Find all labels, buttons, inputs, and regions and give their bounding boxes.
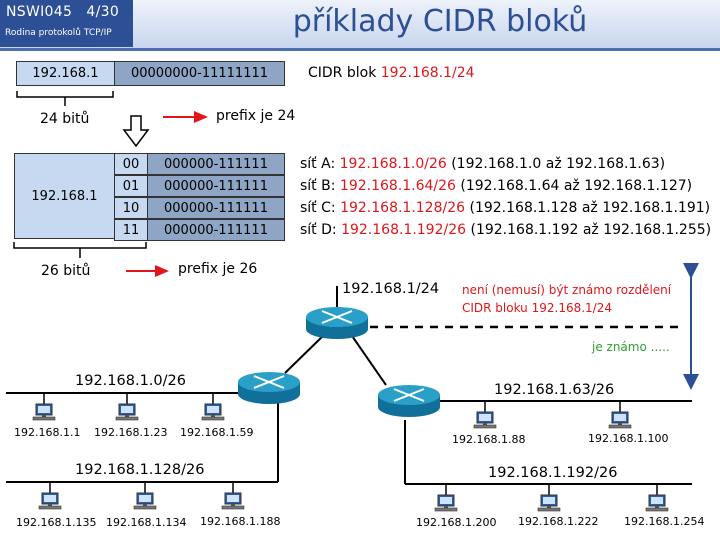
cidr-label: CIDR blok 192.168.1/24 [308, 65, 475, 81]
net-c-label: 192.168.1.128/26 [75, 462, 205, 478]
subnet-bits-cell: 01 [114, 175, 148, 197]
subnet-name: síť C: [300, 200, 341, 216]
subnet-range-cell: 000000-111111 [147, 197, 285, 219]
host-label: 192.168.1.59 [180, 426, 254, 439]
subnet-cidr: 192.168.1.64/26 [339, 178, 456, 194]
computer-icon [473, 411, 497, 429]
bits-brace-24 [16, 91, 114, 106]
subnet-prefix-cell: 192.168.1 [14, 153, 115, 239]
computer-icon [133, 492, 157, 510]
cidr-label-text: CIDR blok [308, 65, 381, 81]
computer-icon [201, 403, 225, 421]
subnet-bits-cell: 11 [114, 219, 148, 241]
subnet-range-cell: 000000-111111 [147, 219, 285, 241]
host-label: 192.168.1.135 [16, 516, 97, 529]
uplink-label: 192.168.1/24 [342, 281, 440, 297]
router-core-icon [306, 307, 368, 339]
subnet-name: síť D: [300, 222, 342, 238]
computer-icon [221, 492, 245, 510]
down-arrow-icon [122, 115, 150, 148]
subnet-range-cell: 000000-111111 [147, 175, 285, 197]
known-note: je známo ..... [592, 340, 670, 354]
course-code: NSWI045 4/30 [6, 4, 120, 20]
subnet-cidr: 192.168.1.192/26 [341, 222, 467, 238]
subnet-span: (192.168.1.128 až 192.168.1.191) [465, 200, 711, 216]
link-core-b [349, 332, 387, 386]
subnet-description: síť D: 192.168.1.192/26 (192.168.1.192 a… [300, 222, 711, 238]
computer-icons [32, 403, 669, 512]
cidr-label-value: 192.168.1/24 [380, 65, 475, 81]
router-a-icon [238, 372, 300, 404]
net-d-label: 192.168.1.192/26 [488, 465, 618, 481]
subnet-bits-cell: 00 [114, 153, 148, 175]
unknown-note-line-2: CIDR bloku 192.168.1/24 [462, 301, 612, 315]
subnet-name: síť A: [300, 156, 340, 172]
subnet-prefix-note: prefix je 26 [178, 261, 258, 277]
cidr-suffix-cell: 00000000-11111111 [114, 61, 285, 86]
router-b-icon [378, 385, 440, 417]
net-b-label: 192.168.1.63/26 [494, 382, 615, 398]
link-core-a [284, 332, 327, 374]
net-a-label: 192.168.1.0/26 [75, 373, 186, 389]
host-label: 192.168.1.88 [452, 433, 526, 446]
subnet-cidr: 192.168.1.0/26 [339, 156, 447, 172]
cidr-prefix-cell: 192.168.1 [16, 61, 115, 86]
computer-icon [434, 494, 458, 512]
computer-icon [537, 494, 561, 512]
header-rule [0, 48, 720, 51]
subnet-description: síť B: 192.168.1.64/26 (192.168.1.64 až … [300, 178, 692, 194]
host-label: 192.168.1.188 [200, 515, 281, 528]
computer-icon [32, 403, 56, 421]
subnet-span: (192.168.1.192 až 192.168.1.255) [466, 222, 712, 238]
subnet-bits-cell: 10 [114, 197, 148, 219]
computer-icon [38, 492, 62, 510]
host-label: 192.168.1.222 [518, 515, 599, 528]
host-label: 192.168.1.254 [624, 515, 705, 528]
subnet-name: síť B: [300, 178, 340, 194]
cidr-prefix-note: prefix je 24 [216, 108, 296, 124]
subnet-description: síť A: 192.168.1.0/26 (192.168.1.0 až 19… [300, 156, 665, 172]
subnet-description: síť C: 192.168.1.128/26 (192.168.1.128 a… [300, 200, 710, 216]
subnet-bits-label: 26 bitů [41, 263, 91, 279]
host-label: 192.168.1.100 [588, 432, 669, 445]
host-label: 192.168.1.23 [94, 426, 168, 439]
cidr-bits-label: 24 bitů [40, 111, 90, 127]
course-badge: NSWI045 4/30 Rodina protokolů TCP/IP [0, 0, 133, 47]
course-subtitle: Rodina protokolů TCP/IP [5, 28, 112, 38]
computer-icon [115, 403, 139, 421]
slide-title: příklady CIDR bloků [292, 4, 588, 39]
host-label: 192.168.1.200 [416, 516, 497, 529]
subnet-span: (192.168.1.0 až 192.168.1.63) [446, 156, 666, 172]
subnet-span: (192.168.1.64 až 192.168.1.127) [455, 178, 693, 194]
computer-icon [645, 494, 669, 512]
host-label: 192.168.1.1 [14, 426, 81, 439]
computer-icon [608, 411, 632, 429]
bits-brace-26 [13, 242, 147, 258]
host-label: 192.168.1.134 [106, 516, 187, 529]
subnet-cidr: 192.168.1.128/26 [340, 200, 466, 216]
subnet-range-cell: 000000-111111 [147, 153, 285, 175]
unknown-note-line-1: není (nemusí) být známo rozdělení [462, 283, 672, 297]
